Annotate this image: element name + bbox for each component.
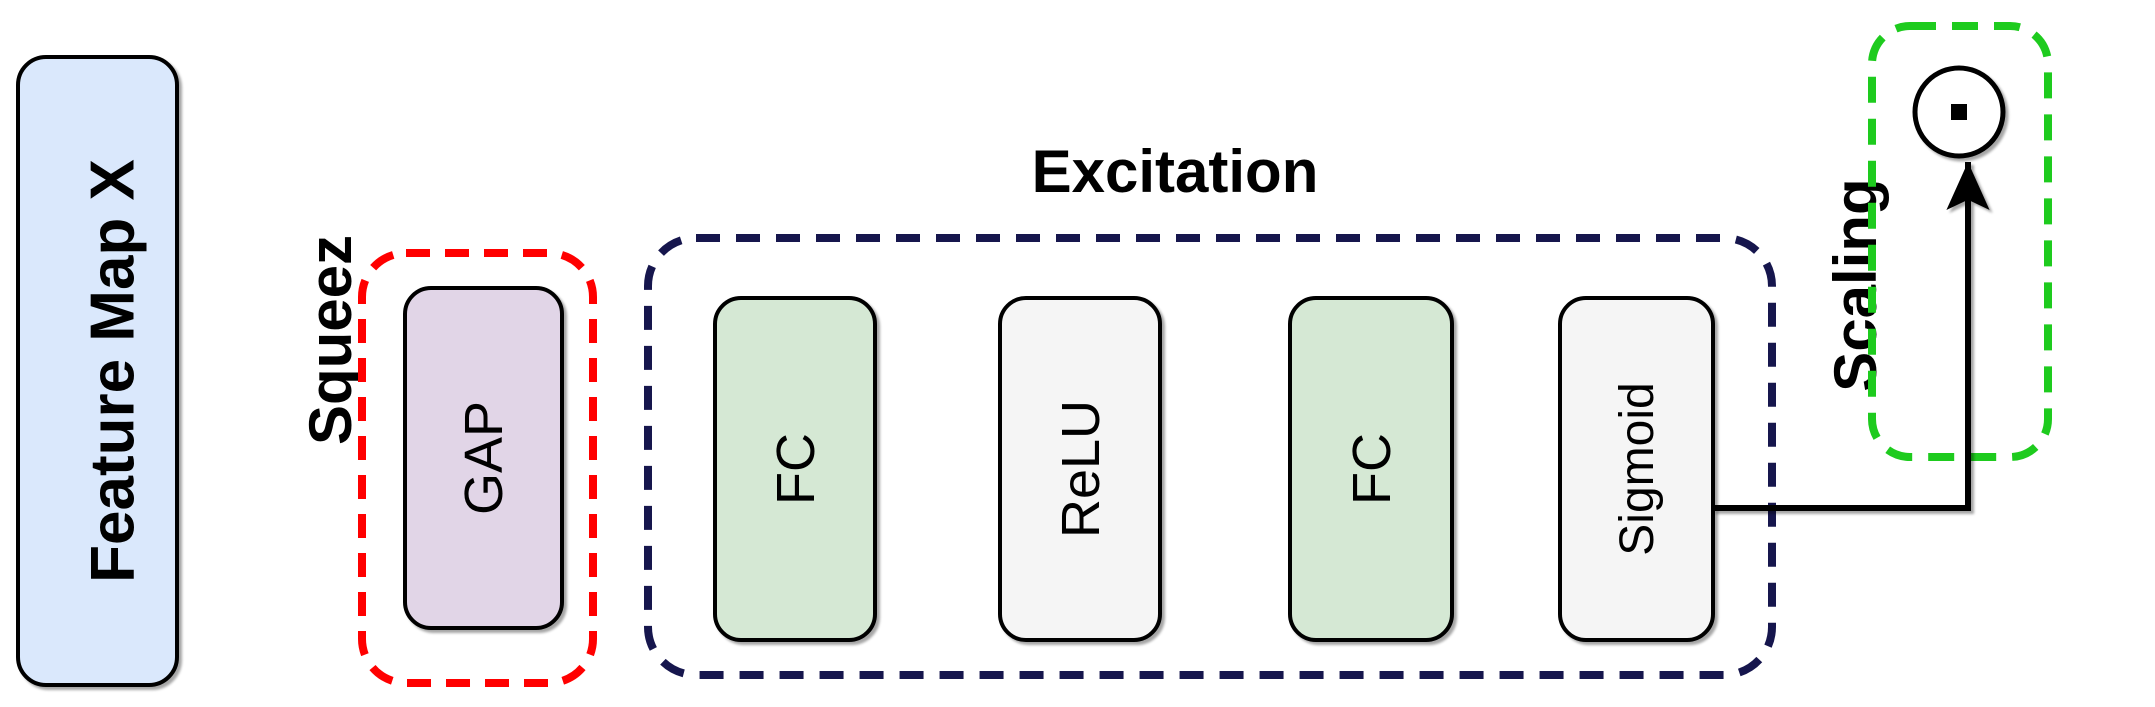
sigmoid-box: [1558, 296, 1715, 642]
sigmoid-label: Sigmoid: [1611, 382, 1664, 555]
fc2-box: [1288, 296, 1454, 642]
elementwise-multiply-dot: [1951, 104, 1967, 120]
gap-box: [403, 286, 564, 630]
gap-label: GAP: [454, 401, 514, 515]
arrow-sigmoid-to-product: [1713, 162, 1990, 511]
fc1-box: [713, 296, 877, 642]
relu-label: ReLU: [1051, 400, 1111, 538]
scaling-region-label: Scaling: [1822, 178, 1889, 391]
fc2-label: FC: [1342, 433, 1402, 505]
scaling-region-border: [1868, 22, 2052, 461]
feature-map-label: Feature Map X: [79, 159, 148, 583]
excitation-region-label: Excitation: [1032, 138, 1319, 205]
fc1-label: FC: [766, 433, 826, 505]
relu-box: [998, 296, 1162, 642]
squeeze-region-label: Squeez: [297, 235, 364, 445]
feature-map-box: [16, 55, 179, 687]
